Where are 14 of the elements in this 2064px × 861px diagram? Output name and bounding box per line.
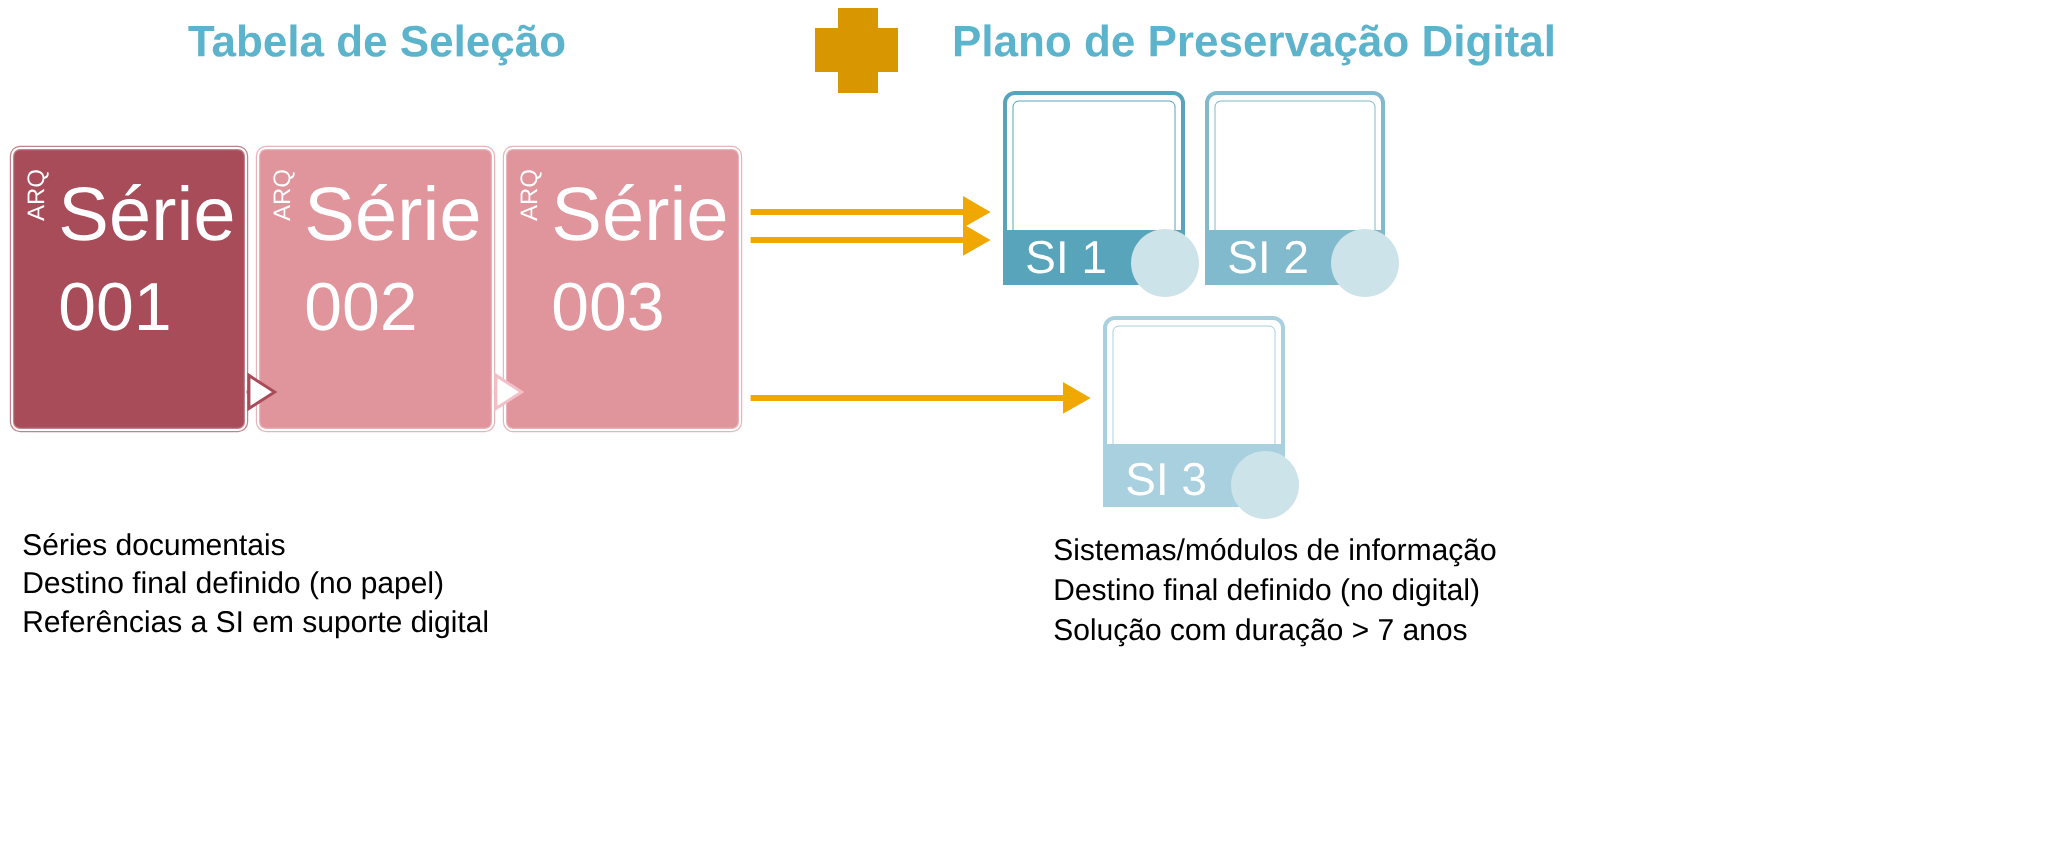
text-line: Séries documentais <box>23 532 285 556</box>
series-card: ARQ Série 001 <box>9 145 249 433</box>
heading: Plano de Preservação Digital <box>954 24 1553 66</box>
series-card: ARQ Série 003 <box>502 145 743 433</box>
text-line: Destino final definido (no papel) <box>24 571 443 600</box>
system-card: SI 1 <box>1003 91 1199 297</box>
series-card: ARQ Série 002 <box>255 145 496 433</box>
text-line: Referências a SI em suporte digital <box>24 610 488 639</box>
system-card: SI 2 <box>1205 91 1399 297</box>
text-line: Solução com duração > 7 anos <box>1054 618 1467 647</box>
text-line: Destino final definido (no digital) <box>1055 578 1479 607</box>
heading: Tabela de Seleção <box>188 24 565 66</box>
system-card: SI 3 <box>1103 316 1299 519</box>
text-line: Sistemas/módulos de informação <box>1054 537 1496 567</box>
